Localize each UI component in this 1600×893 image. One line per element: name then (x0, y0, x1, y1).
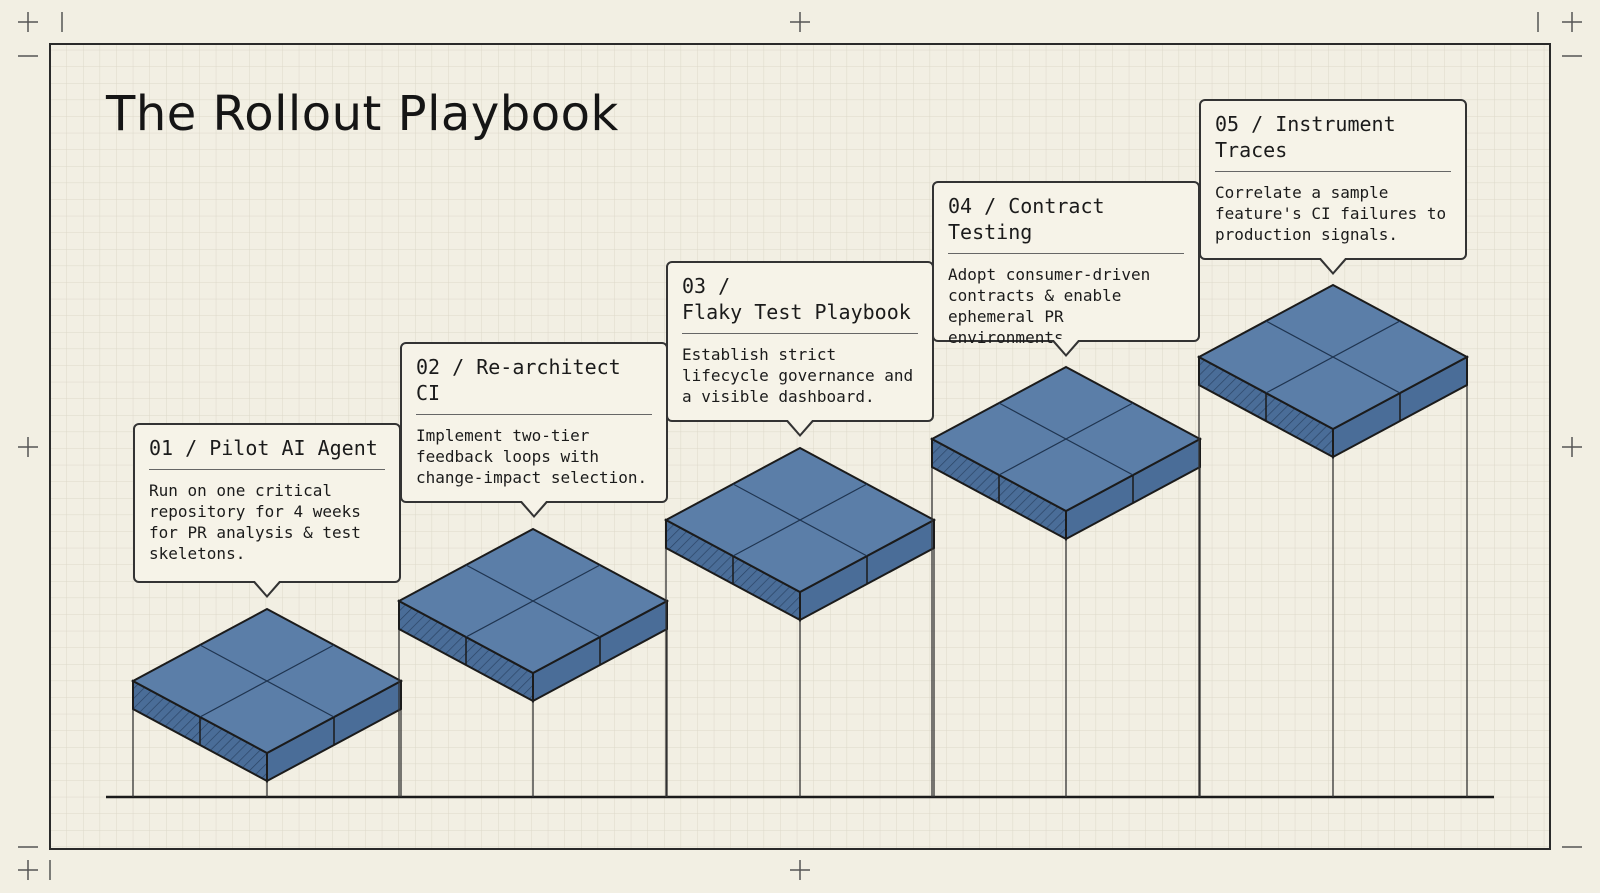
step-1-callout: 01 / Pilot AI Agent Run on one critical … (133, 423, 401, 583)
step-2-description: Implement two-tier feedback loops with c… (416, 426, 648, 487)
step-2-callout: 02 / Re-architect CI Implement two-tier … (400, 342, 668, 503)
registration-marks (18, 12, 1582, 880)
step-2-block-divider (465, 564, 601, 638)
step-2-title: 02 / Re-architect CI (416, 354, 652, 415)
step-3-title: 03 / Flaky Test Playbook (682, 273, 918, 334)
step-1-title: 01 / Pilot AI Agent (149, 435, 385, 470)
step-5-block-divider (1265, 320, 1401, 394)
step-5-callout: 05 / Instrument Traces Correlate a sampl… (1199, 99, 1467, 260)
step-1-block-divider (199, 644, 335, 718)
step-4-title: 04 / Contract Testing (948, 193, 1184, 254)
step-3-block-divider (732, 483, 868, 557)
step-4-callout: 04 / Contract Testing Adopt consumer-dri… (932, 181, 1200, 347)
page-border (49, 43, 1551, 850)
step-4-description: Adopt consumer-driven contracts & enable… (948, 265, 1151, 347)
step-5-title: 05 / Instrument Traces (1215, 111, 1451, 172)
step-4-block-divider (998, 402, 1134, 476)
step-3-callout: 03 / Flaky Test Playbook Establish stric… (666, 261, 934, 422)
step-1-description: Run on one critical repository for 4 wee… (149, 481, 361, 563)
step-5-description: Correlate a sample feature's CI failures… (1215, 183, 1447, 244)
page-title: The Rollout Playbook (106, 86, 619, 142)
step-3-description: Establish strict lifecycle governance an… (682, 345, 914, 406)
step-blocks (130, 283, 1470, 797)
